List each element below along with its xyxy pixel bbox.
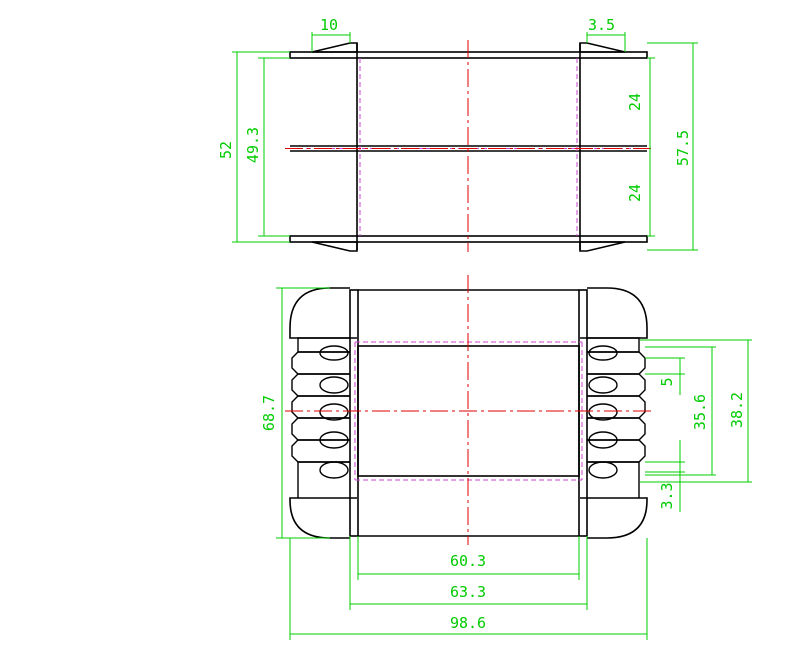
dim-core-width-inner: 60.3	[450, 552, 486, 570]
dim-core-width-outer: 63.3	[450, 583, 486, 601]
pin-comb-left	[291, 337, 350, 498]
pin-comb-right	[587, 337, 646, 498]
pin-left-3	[319, 403, 349, 421]
pin-right-2	[588, 376, 618, 394]
dim-inner-height: 49.3	[244, 127, 262, 163]
dim-flange-width: 10	[320, 16, 338, 34]
tab-top-left	[311, 42, 358, 53]
dim-pin-span: 35.6	[691, 394, 709, 430]
dim-flange-thickness: 3.5	[588, 16, 615, 34]
pin-left-1	[319, 345, 349, 361]
dim-pin-pitch: 5	[658, 377, 676, 386]
pin-left-2	[319, 376, 349, 394]
top-view-dimensions	[232, 32, 698, 251]
dim-total-height: 52	[217, 141, 235, 159]
bottom-view-dimension-labels: 68.7 5 35.6 38.2 3.3 60.3 63.3 98.6	[260, 377, 746, 632]
left-flange	[289, 287, 357, 539]
right-flange	[580, 287, 648, 539]
top-view-centerlines	[285, 40, 655, 252]
dim-half-upper: 24	[626, 93, 644, 111]
tab-top-right	[579, 42, 626, 53]
dim-half-lower: 24	[626, 184, 644, 202]
right-wall-bottom	[578, 289, 588, 537]
pin-right-1	[588, 345, 618, 361]
pin-right-4	[588, 431, 618, 449]
bottom-view-dimensions	[276, 287, 752, 640]
left-wall-bottom	[349, 289, 359, 537]
bottom-view-centerlines	[285, 275, 655, 545]
pin-right-5	[588, 461, 618, 479]
pin-left-4	[319, 431, 349, 449]
pin-right-3	[588, 403, 618, 421]
top-view-dimension-labels: 10 3.5 52 49.3 24 24 57.5	[217, 16, 692, 202]
dim-slot-offset: 3.3	[658, 482, 676, 509]
tab-bottom-right	[579, 241, 626, 252]
dim-height: 68.7	[260, 395, 278, 431]
dim-overall-height: 57.5	[674, 130, 692, 166]
tab-bottom-left	[311, 241, 358, 252]
pin-left-5	[319, 461, 349, 479]
dim-pin-field: 38.2	[728, 392, 746, 428]
dim-overall-width: 98.6	[450, 614, 486, 632]
